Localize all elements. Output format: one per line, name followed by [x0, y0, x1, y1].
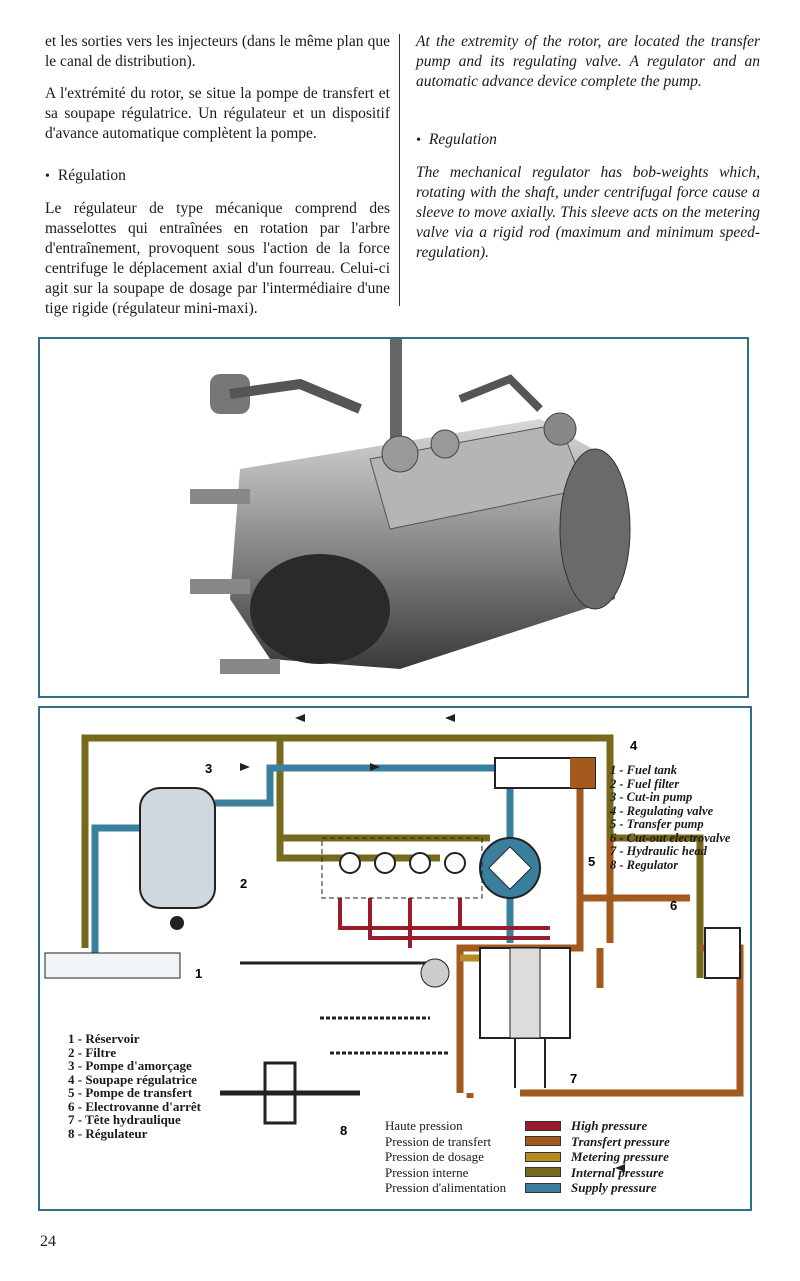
- legend-item: 2 - Fuel filter: [610, 776, 680, 791]
- color-swatch: [525, 1167, 561, 1178]
- legend-item: 2 - Filtre: [68, 1044, 117, 1060]
- color-swatch: [525, 1120, 561, 1131]
- page-number: 24: [40, 1233, 56, 1250]
- pressure-fr: Pression de transfert: [385, 1133, 492, 1149]
- paragraph: et les sorties vers les injecteurs (dans…: [45, 33, 390, 70]
- svg-text:2: 2: [240, 876, 247, 891]
- pressure-row: Pression d'alimentation Supply pressure: [385, 1180, 670, 1196]
- paragraph: The mechanical regulator has bob-weights…: [416, 164, 760, 261]
- bullet: •: [45, 169, 50, 184]
- french-column: et les sorties vers les injecteurs (dans…: [45, 32, 390, 331]
- pressure-en: Supply pressure: [571, 1180, 657, 1195]
- legend-item: 6 - Cut-out electrovalve: [610, 830, 731, 845]
- legend-item: 3 - Cut-in pump: [610, 790, 693, 804]
- legend-item: 6 - Electrovanne d'arrêt: [68, 1098, 201, 1114]
- svg-text:1: 1: [195, 966, 202, 981]
- legend-item: 1 - Fuel tank: [610, 763, 678, 777]
- svg-text:8: 8: [340, 1123, 347, 1138]
- pressure-en: High pressure: [571, 1118, 648, 1133]
- column-divider: [399, 34, 400, 306]
- pressure-fr: Haute pression: [385, 1118, 463, 1133]
- pressure-en: Internal pressure: [571, 1164, 664, 1180]
- heading-text: Regulation: [428, 131, 497, 148]
- bullet: •: [416, 133, 421, 148]
- paragraph: Le régulateur de type mécanique comprend…: [45, 200, 390, 317]
- svg-text:6: 6: [670, 898, 677, 913]
- pressure-en: Metering pressure: [571, 1149, 669, 1164]
- svg-text:7: 7: [570, 1071, 577, 1086]
- color-swatch: [525, 1136, 561, 1147]
- pressure-fr: Pression interne: [385, 1164, 469, 1180]
- pressure-legend: Haute pression High pressure Pression de …: [385, 1118, 670, 1196]
- legend-item: 7 - Tête hydraulique: [68, 1112, 181, 1127]
- fuel-circuit-diagram: 3 2 1 4 5 6 7 8 1 - Fuel tank 2 - Fuel filter 3…: [38, 706, 752, 1211]
- legend-item: 8 - Régulateur: [68, 1125, 148, 1141]
- french-legend: 1 - Réservoir 2 - Filtre 3 - Pompe d'amo…: [68, 1032, 201, 1140]
- pressure-row: Pression de dosage Metering pressure: [385, 1149, 670, 1165]
- color-swatch: [525, 1182, 561, 1193]
- legend-item: 1 - Réservoir: [68, 1031, 140, 1046]
- english-legend: 1 - Fuel tank 2 - Fuel filter 3 - Cut-in…: [610, 763, 731, 872]
- legend-item: 3 - Pompe d'amorçage: [68, 1058, 192, 1073]
- pressure-en: Transfert pressure: [571, 1133, 670, 1149]
- paragraph: A l'extrémité du rotor, se situe la pomp…: [45, 85, 390, 142]
- svg-text:5: 5: [588, 854, 595, 869]
- section-heading: • Regulation: [416, 130, 760, 151]
- legend-item: 4 - Regulating valve: [610, 803, 714, 818]
- pressure-fr: Pression de dosage: [385, 1149, 484, 1164]
- paragraph: At the extremity of the rotor, are locat…: [416, 33, 760, 90]
- pressure-row: Pression interne Internal pressure: [385, 1165, 670, 1181]
- pump-photo: [38, 337, 749, 698]
- legend-item: 8 - Regulator: [610, 857, 679, 872]
- pressure-row: Haute pression High pressure: [385, 1118, 670, 1134]
- legend-item: 4 - Soupape régulatrice: [68, 1071, 197, 1087]
- color-swatch: [525, 1151, 561, 1162]
- svg-text:3: 3: [205, 761, 212, 776]
- legend-item: 5 - Transfer pump: [610, 817, 704, 831]
- pressure-row: Pression de transfert Transfert pressure: [385, 1134, 670, 1150]
- english-column: At the extremity of the rotor, are locat…: [416, 32, 760, 275]
- heading-text: Régulation: [57, 167, 126, 184]
- svg-text:4: 4: [630, 738, 638, 753]
- pressure-fr: Pression d'alimentation: [385, 1180, 507, 1195]
- legend-item: 5 - Pompe de transfert: [68, 1085, 193, 1100]
- section-heading: • Régulation: [45, 166, 390, 187]
- legend-item: 7 - Hydraulic head: [610, 844, 707, 858]
